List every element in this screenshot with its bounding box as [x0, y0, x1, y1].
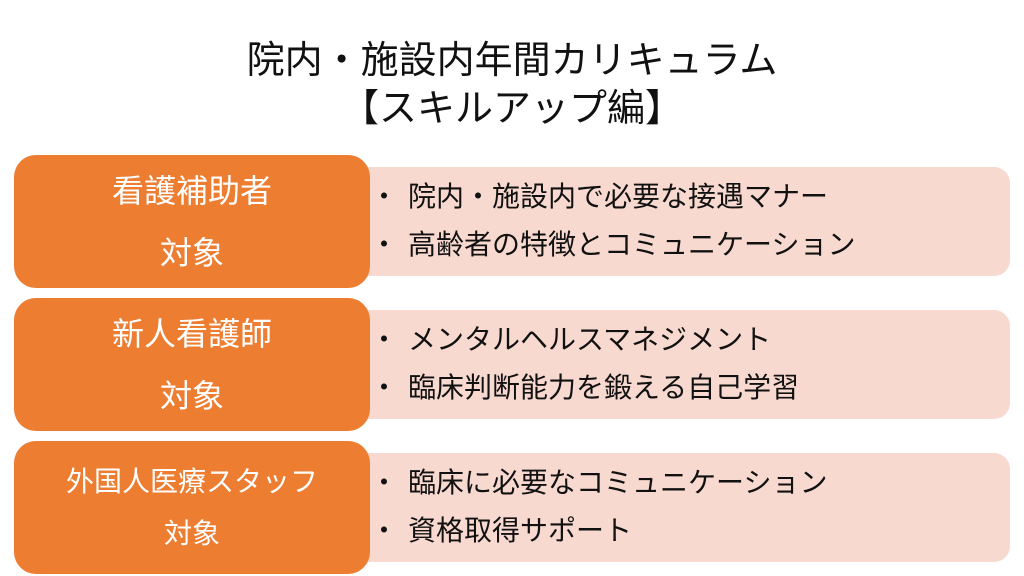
row-2-target: 新人看護師 対象: [14, 298, 370, 431]
row-3-content: 臨床に必要なコミュニケーション 資格取得サポート: [352, 453, 1010, 562]
title-line-2: 【スキルアップ編】: [340, 86, 683, 130]
row-3-target: 外国人医療スタッフ 対象: [14, 441, 370, 574]
target-label: 看護補助者: [111, 171, 272, 210]
slide-title: 院内・施設内年間カリキュラム 【スキルアップ編】: [0, 36, 1024, 132]
target-suffix: 対象: [163, 516, 220, 550]
target-label: 外国人医療スタッフ: [65, 464, 318, 498]
row-1-target: 看護補助者 対象: [14, 155, 370, 288]
row-2-content: メンタルヘルスマネジメント 臨床判断能力を鍛える自己学習: [352, 310, 1010, 419]
list-item: 高齢者の特徴とコミュニケーション: [370, 221, 1010, 269]
title-line-1: 院内・施設内年間カリキュラム: [246, 38, 778, 82]
target-suffix: 対象: [159, 376, 224, 415]
list-item: 臨床に必要なコミュニケーション: [370, 459, 1010, 507]
list-item: 院内・施設内で必要な接遇マナー: [370, 173, 1010, 221]
list-item: 臨床判断能力を鍛える自己学習: [370, 364, 1010, 412]
list-item: メンタルヘルスマネジメント: [370, 316, 1010, 364]
list-item: 資格取得サポート: [370, 507, 1010, 555]
target-suffix: 対象: [159, 233, 224, 272]
row-1-content: 院内・施設内で必要な接遇マナー 高齢者の特徴とコミュニケーション: [352, 167, 1010, 276]
target-label: 新人看護師: [111, 314, 272, 353]
